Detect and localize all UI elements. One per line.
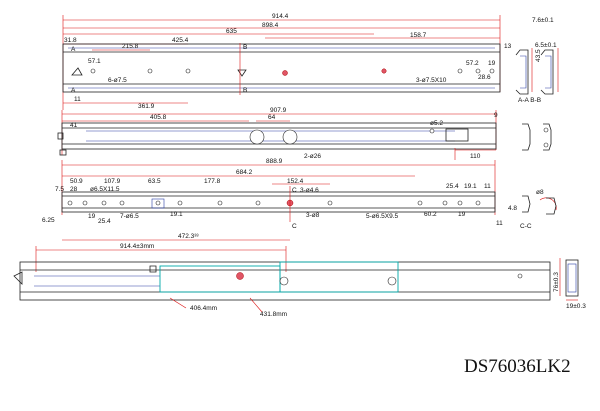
v3-dim-11: 11 xyxy=(484,183,491,190)
v2-dim-64: 64 xyxy=(268,114,276,121)
v1-dim-31-8: 31.8 xyxy=(64,37,77,44)
model-code: DS76036LK2 xyxy=(464,356,571,377)
v1-holes-right: 3-ø7.5X10 xyxy=(416,77,447,84)
v1-dim-13: 13 xyxy=(504,43,512,50)
v1-dim-inner: 898.4 xyxy=(262,22,279,29)
v1-dim-57-2: 57.2 xyxy=(466,60,479,67)
v3-dim-50-9: 50.9 xyxy=(70,178,83,185)
v3-sec-c-top: C xyxy=(292,187,297,194)
v3-slot-left: ø6.5X11.5 xyxy=(90,186,120,193)
v3-dim-63-5: 63.5 xyxy=(148,178,161,185)
v4-dim-431: 431.8mm xyxy=(260,311,287,318)
v2-dim-5-2: ø5.2 xyxy=(430,120,443,127)
v3-holes-left: 7-ø6.5 xyxy=(120,213,139,220)
v3-dim-6-25: 6.25 xyxy=(42,217,55,224)
v3-hole-center: 3-ø4.6 xyxy=(300,187,319,194)
view-4-assembly: 914.4±3mm 406.4mm 431.8mm xyxy=(13,243,551,318)
v2-dim-907-9: 907.9 xyxy=(270,107,287,114)
sec-label-ab: A-A B-B xyxy=(518,97,541,104)
v4-dim-914-4: 914.4±3mm xyxy=(120,243,154,250)
v3-dim-177-8: 177.8 xyxy=(204,178,221,185)
v1-dim-425-4: 425.4 xyxy=(172,37,189,44)
v3-dim-107-9: 107.9 xyxy=(104,178,121,185)
v3-dim-19b: 19 xyxy=(458,211,466,218)
view-2-middle-rail: 907.9 405.8 64 9 41 110 ø5.2 2-ø26 xyxy=(57,107,498,160)
v3-dim-28: 28 xyxy=(70,186,78,193)
v4-height: 76±0.3 xyxy=(553,272,560,292)
v1-sec-a-top: A xyxy=(71,46,76,53)
section-profile-middle xyxy=(522,123,552,151)
v3-dim-888-9: 888.9 xyxy=(266,158,283,165)
v1-dim-28-6: 28.6 xyxy=(478,74,491,81)
v1-sec-b-top: B xyxy=(243,44,247,51)
v4-width: 19±0.3 xyxy=(566,303,586,310)
v1-dim-11: 11 xyxy=(74,96,81,103)
v2-hole-dia: 2-ø26 xyxy=(304,153,321,160)
section-profiles-ab: A-A B-B 7.6±0.1 6.5±0.1 43.5 xyxy=(515,17,559,104)
sec-dim-43-5: 43.5 xyxy=(535,49,542,62)
v3-dim-60-2: 60.2 xyxy=(424,211,437,218)
sec-dim-7-6: 7.6±0.1 xyxy=(532,17,554,24)
v1-dim-19: 19 xyxy=(488,60,496,67)
v3-dim-11b: 11 xyxy=(496,220,503,227)
section-profile-assembly: 76±0.3 19±0.3 xyxy=(553,258,586,310)
v1-dim-57-1: 57.1 xyxy=(88,58,101,65)
v4-dim-406: 406.4mm xyxy=(190,305,217,312)
v2-dim-405-8: 405.8 xyxy=(150,114,167,121)
view-1-outer-rail: 914.4 898.4 635 158.7 425.4 215.8 31.8 5… xyxy=(62,13,512,110)
v3-hole-center2: 3-ø8 xyxy=(306,212,320,219)
v3-dim-472-3: 472.3³³ xyxy=(178,233,199,240)
v2-dim-110: 110 xyxy=(470,153,481,160)
v3-sec-c-bot: C xyxy=(292,223,297,230)
v3-dim-684-2: 684.2 xyxy=(236,169,253,176)
v1-dim-361-9: 361.9 xyxy=(138,103,155,110)
v3-dim-25-4: 25.4 xyxy=(446,183,459,190)
section-profile-cc: C-C ø8 4.8 xyxy=(508,189,557,230)
sec-cc-label: C-C xyxy=(520,223,532,230)
v1-dim-158-7: 158.7 xyxy=(410,32,427,39)
v3-dim-19-1: 19.1 xyxy=(464,183,477,190)
sec-dim-6-5: 6.5±0.1 xyxy=(535,42,557,49)
v3-dim-152-4: 152.4 xyxy=(287,178,304,185)
v1-sec-a-bot: A xyxy=(71,87,76,94)
v1-sec-b-bot: B xyxy=(243,87,247,94)
v3-dim-19-1b: 19.1 xyxy=(170,211,183,218)
v1-dim-635: 635 xyxy=(226,28,237,35)
v1-holes-left: 6-ø7.5 xyxy=(108,77,127,84)
v3-dim-7-5: 7.5 xyxy=(55,186,64,193)
v1-dim-215-8: 215.8 xyxy=(122,43,139,50)
v1-dim-overall: 914.4 xyxy=(272,13,289,20)
v2-dim-9: 9 xyxy=(494,112,498,119)
v3-holes-right: 5-ø6.5X9.5 xyxy=(366,213,399,220)
v3-dim-25-4b: 25.4 xyxy=(98,218,111,225)
sec-cc-d8: ø8 xyxy=(536,189,544,196)
v2-dim-41: 41 xyxy=(70,122,78,129)
v3-dim-19: 19 xyxy=(88,213,96,220)
sec-cc-d4-8: 4.8 xyxy=(508,205,517,212)
view-3-inner-rail: 888.9 684.2 152.4 50.9 28 7.5 107.9 63.5… xyxy=(42,158,503,241)
